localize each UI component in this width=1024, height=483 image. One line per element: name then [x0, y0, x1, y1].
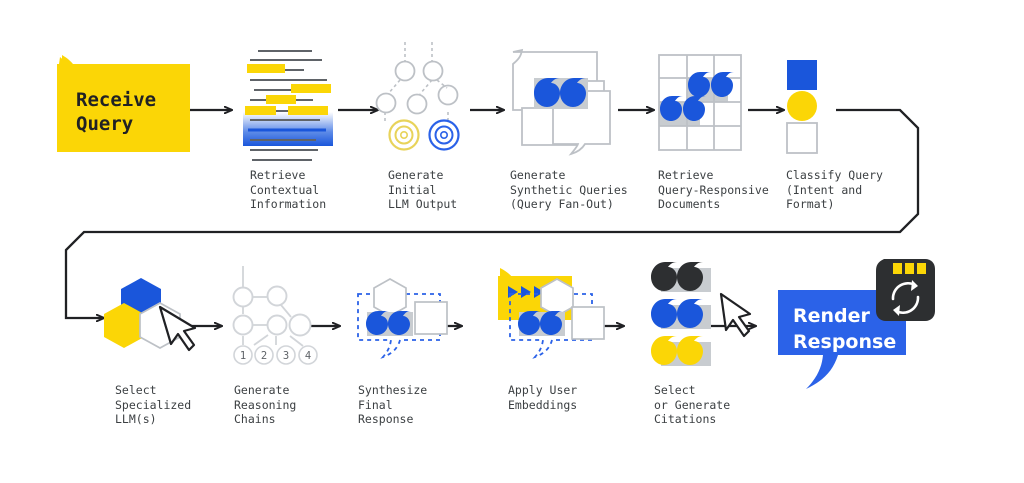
reasoning-node-numbers: 1 2 3 4	[240, 350, 311, 362]
icon-stacked-speech-bubbles	[512, 48, 611, 156]
end-terminal-label: Render Response	[793, 305, 897, 353]
label-apply-user-embeddings: Apply User Embeddings	[508, 383, 578, 412]
icon-hexagon-cluster-cursor	[104, 278, 197, 352]
icon-document-lines-highlight	[243, 49, 333, 162]
quote-glyphs	[534, 78, 586, 107]
icon-tri-color-quotes-cursor	[651, 262, 752, 366]
node-number: 3	[283, 350, 289, 362]
icon-dashed-bubble-shapes	[357, 278, 448, 359]
label-generate-reasoning-chains: Generate Reasoning Chains	[234, 383, 297, 426]
quote-glyphs-yellow	[651, 336, 703, 365]
label-classify-query: Classify Query (Intent and Format)	[786, 168, 883, 211]
label-retrieve-contextual-information: Retrieve Contextual Information	[250, 168, 327, 211]
quote-glyphs-dark	[651, 262, 703, 291]
start-terminal-label: Receive Query	[76, 89, 157, 135]
quote-glyphs-blue	[651, 299, 703, 328]
node-number: 1	[240, 350, 246, 362]
label-generate-synthetic-queries: Generate Synthetic Queries (Query Fan-Ou…	[510, 168, 628, 211]
label-retrieve-query-responsive-documents: Retrieve Query-Responsive Documents	[658, 168, 769, 211]
refresh-card-icon	[876, 259, 935, 321]
icon-square-circle-square	[786, 60, 818, 154]
label-select-specialized-llms: Select Specialized LLM(s)	[115, 383, 192, 426]
icon-node-tree-targets	[375, 42, 460, 151]
node-number: 2	[261, 350, 267, 362]
icon-yellow-flag-embeddings	[498, 268, 605, 359]
label-select-or-generate-citations: Select or Generate Citations	[654, 383, 731, 426]
node-number: 4	[305, 350, 311, 362]
icon-reasoning-tree: 1 2 3 4	[232, 266, 318, 365]
quote-glyphs	[366, 311, 411, 335]
end-terminal-render-response[interactable]	[778, 259, 935, 389]
label-synthesize-final-response: Synthesize Final Response	[358, 383, 428, 426]
start-terminal-receive-query[interactable]	[57, 55, 190, 152]
row-wrap-connector	[64, 108, 920, 318]
quote-glyphs	[660, 72, 734, 121]
icon-grid-quotes	[658, 54, 742, 151]
label-generate-initial-llm-output: Generate Initial LLM Output	[388, 168, 458, 211]
quote-glyphs	[518, 311, 563, 335]
